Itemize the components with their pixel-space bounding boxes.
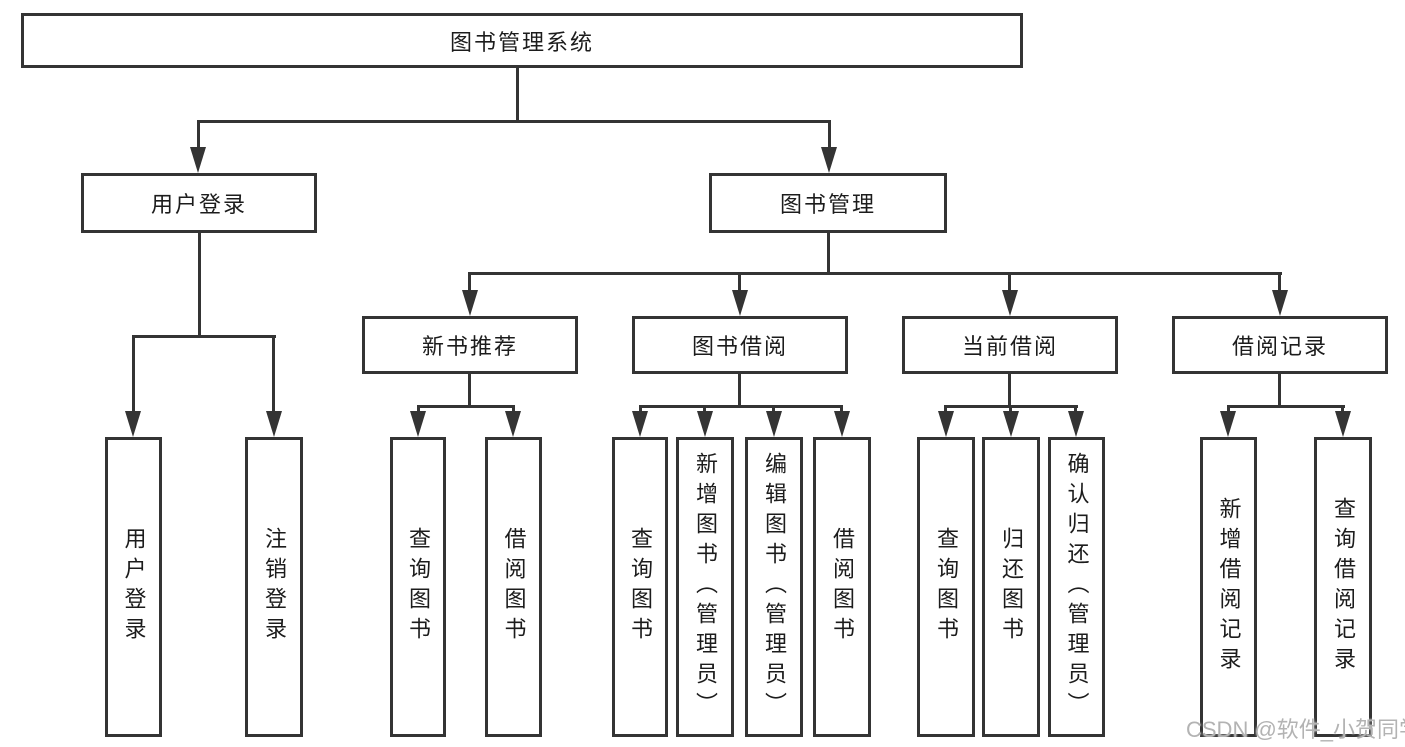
arrowhead-icon [1220, 411, 1236, 437]
arrowhead-icon [766, 411, 782, 437]
arrowhead-icon [190, 147, 206, 173]
connector-line [132, 335, 276, 338]
arrowhead-icon [732, 290, 748, 316]
arrowhead-icon [834, 411, 850, 437]
connector-line [1009, 405, 1012, 414]
arrowhead-icon [1272, 290, 1288, 316]
arrowhead-icon [1002, 290, 1018, 316]
leaf-logout: 注销登录 [245, 437, 303, 737]
node-label: 图书借阅 [691, 334, 788, 359]
node-label: 查询图书 [406, 527, 431, 647]
leaf-query-borrow-record: 查询借阅记录 [1314, 437, 1372, 737]
connector-line [417, 405, 515, 408]
leaf-query-books-recommend: 查询图书 [390, 437, 446, 737]
node-label: 注销登录 [262, 527, 287, 647]
node-label: 确认归还（管理员） [1064, 452, 1090, 722]
connector-line [828, 120, 831, 148]
connector-line [1278, 272, 1281, 290]
connector-line [197, 120, 830, 123]
node-label: 查询借阅记录 [1331, 497, 1356, 677]
arrowhead-icon [505, 411, 521, 437]
node-label: 新增借阅记录 [1216, 497, 1242, 677]
arrowhead-icon [1003, 411, 1019, 437]
connector-line [772, 405, 775, 414]
leaf-borrow-books-borrowing: 借阅图书 [813, 437, 871, 737]
connector-line [840, 405, 843, 414]
connector-line [272, 335, 275, 413]
node-label: 图书管理 [779, 192, 876, 217]
leaf-borrow-books-recommend: 借阅图书 [485, 437, 542, 737]
leaf-return-book: 归还图书 [982, 437, 1040, 737]
node-label: 新书推荐 [421, 334, 518, 359]
node-new-book-recommendation: 新书推荐 [362, 316, 578, 374]
connector-line [639, 405, 642, 414]
arrowhead-icon [410, 411, 426, 437]
node-user-login: 用户登录 [81, 173, 317, 233]
leaf-user-login: 用户登录 [105, 437, 162, 737]
node-label: 借阅图书 [830, 527, 855, 647]
arrowhead-icon [462, 290, 478, 316]
node-label: 当前借阅 [961, 334, 1058, 359]
node-current-borrowing: 当前借阅 [902, 316, 1118, 374]
arrowhead-icon [938, 411, 954, 437]
connector-line [132, 335, 135, 413]
node-book-borrowing: 图书借阅 [632, 316, 848, 374]
connector-line [639, 405, 843, 408]
connector-line [1074, 405, 1077, 414]
connector-line [944, 405, 947, 414]
connector-line [197, 120, 200, 148]
arrowhead-icon [1068, 411, 1084, 437]
connector-line [827, 233, 830, 274]
leaf-add-borrow-record: 新增借阅记录 [1200, 437, 1257, 737]
connector-line [417, 405, 420, 414]
leaf-add-book-admin: 新增图书（管理员） [676, 437, 734, 737]
node-label: 借阅记录 [1231, 334, 1328, 359]
node-root-book-management-system: 图书管理系统 [21, 13, 1023, 68]
leaf-edit-book-admin: 编辑图书（管理员） [745, 437, 803, 737]
connector-line [1008, 374, 1011, 407]
connector-line [1008, 272, 1011, 290]
connector-line [198, 233, 201, 337]
connector-line [1278, 374, 1281, 407]
node-borrowing-records: 借阅记录 [1172, 316, 1388, 374]
node-book-management: 图书管理 [709, 173, 947, 233]
connector-line [738, 272, 741, 290]
arrowhead-icon [821, 147, 837, 173]
leaf-query-books-borrowing: 查询图书 [612, 437, 668, 737]
node-label: 借阅图书 [501, 527, 527, 647]
connector-line [738, 374, 741, 407]
connector-line [1341, 405, 1344, 414]
connector-line [1227, 405, 1345, 408]
connector-line [468, 272, 1282, 275]
leaf-query-books-current: 查询图书 [917, 437, 975, 737]
node-label: 归还图书 [999, 527, 1024, 647]
arrowhead-icon [266, 411, 282, 437]
arrowhead-icon [632, 411, 648, 437]
connector-line [468, 374, 471, 407]
leaf-confirm-return-admin: 确认归还（管理员） [1048, 437, 1105, 737]
connector-line [516, 68, 519, 122]
node-label: 新增图书（管理员） [693, 452, 718, 722]
connector-line [468, 272, 471, 290]
connector-line [1227, 405, 1230, 414]
node-label: 编辑图书（管理员） [762, 452, 787, 722]
arrowhead-icon [697, 411, 713, 437]
node-label: 查询图书 [934, 527, 959, 647]
arrowhead-icon [1335, 411, 1351, 437]
connector-line [703, 405, 706, 414]
node-label: 用户登录 [150, 192, 247, 217]
csdn-watermark: CSDN @软件_小贺同学 [1186, 717, 1405, 742]
node-label: 图书管理系统 [449, 29, 594, 55]
arrowhead-icon [125, 411, 141, 437]
connector-line [512, 405, 515, 414]
node-label: 用户登录 [121, 527, 147, 647]
node-label: 查询图书 [628, 527, 653, 647]
